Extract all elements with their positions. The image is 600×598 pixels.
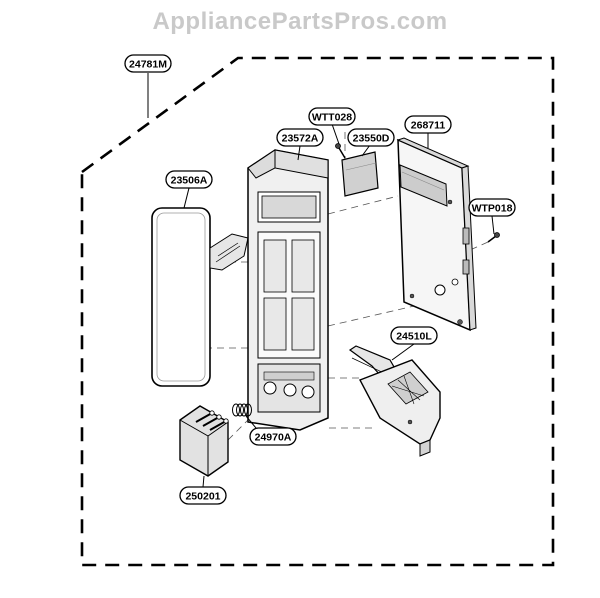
callout-label: 268711	[411, 120, 446, 132]
callout-23506a: 23506A	[165, 170, 213, 189]
callout-label: 23506A	[171, 175, 208, 187]
callout-label: 23572A	[282, 133, 319, 145]
door-latch-bracket	[348, 345, 441, 457]
control-panel-housing	[247, 149, 329, 431]
callout-label: 23550D	[353, 133, 390, 145]
button-block	[179, 405, 229, 477]
leader-lines	[147, 73, 495, 488]
window-panel	[151, 207, 249, 387]
callout-250201: 250201	[179, 486, 227, 505]
callout-23572a: 23572A	[276, 128, 324, 147]
screw-wtp018	[487, 232, 500, 243]
callout-label: 24781M	[129, 59, 167, 71]
watermark-text: AppliancePartsPros.com	[152, 8, 448, 35]
callout-label: 250201	[185, 491, 220, 503]
callout-24510l: 24510L	[390, 326, 438, 345]
screw-wtt028	[335, 143, 346, 159]
callout-24970a: 24970A	[249, 427, 297, 446]
callout-label: WTP018	[472, 203, 513, 215]
callout-268711: 268711	[404, 115, 452, 134]
membrane-film	[341, 151, 379, 197]
spring	[232, 403, 252, 417]
callout-23550d: 23550D	[347, 128, 395, 147]
assembly-boundary	[80, 56, 555, 567]
callout-label: 24510L	[396, 331, 432, 343]
callout-wtt028: WTT028	[308, 107, 356, 126]
circuit-board	[396, 137, 477, 332]
callout-label: 24970A	[255, 432, 292, 444]
callout-wtp018: WTP018	[468, 198, 516, 217]
callout-24781m: 24781M	[124, 54, 172, 73]
callout-label: WTT028	[312, 112, 352, 124]
